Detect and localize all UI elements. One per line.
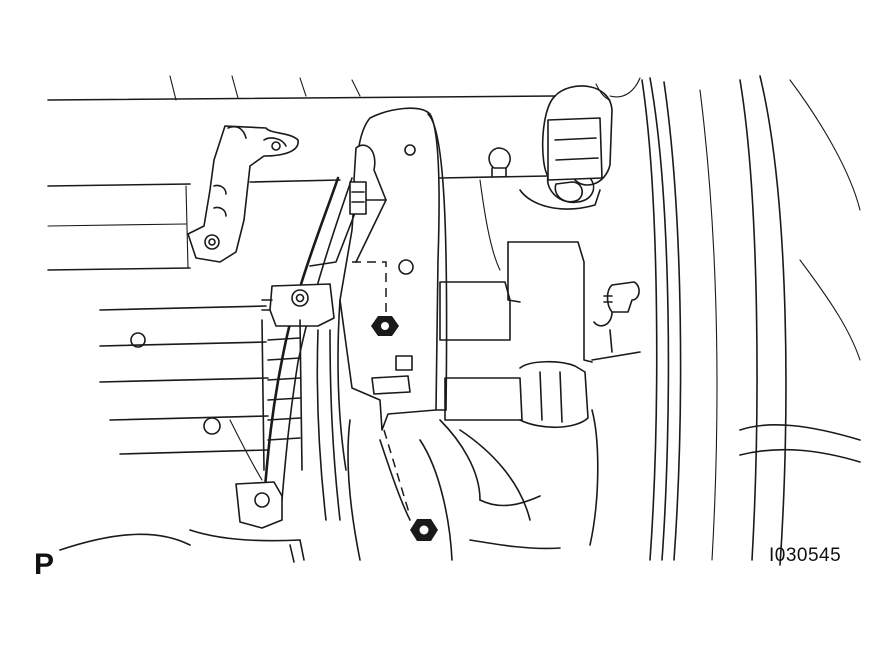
engine-mount [519, 85, 613, 210]
body-frame [609, 75, 861, 566]
radiator-fins [47, 185, 303, 481]
relay-block [439, 241, 641, 546]
bolt-upper [352, 261, 399, 336]
lower-bracket [59, 481, 305, 563]
hose-group [347, 179, 561, 561]
harness-clamp [261, 283, 335, 327]
bolt-lower [383, 429, 438, 541]
figure-id: I030545 [769, 545, 842, 566]
view-letter: P [34, 548, 55, 581]
cross-member [47, 95, 556, 187]
background-lines [47, 75, 611, 227]
wire-clip [593, 281, 640, 327]
left-bracket [187, 125, 299, 263]
